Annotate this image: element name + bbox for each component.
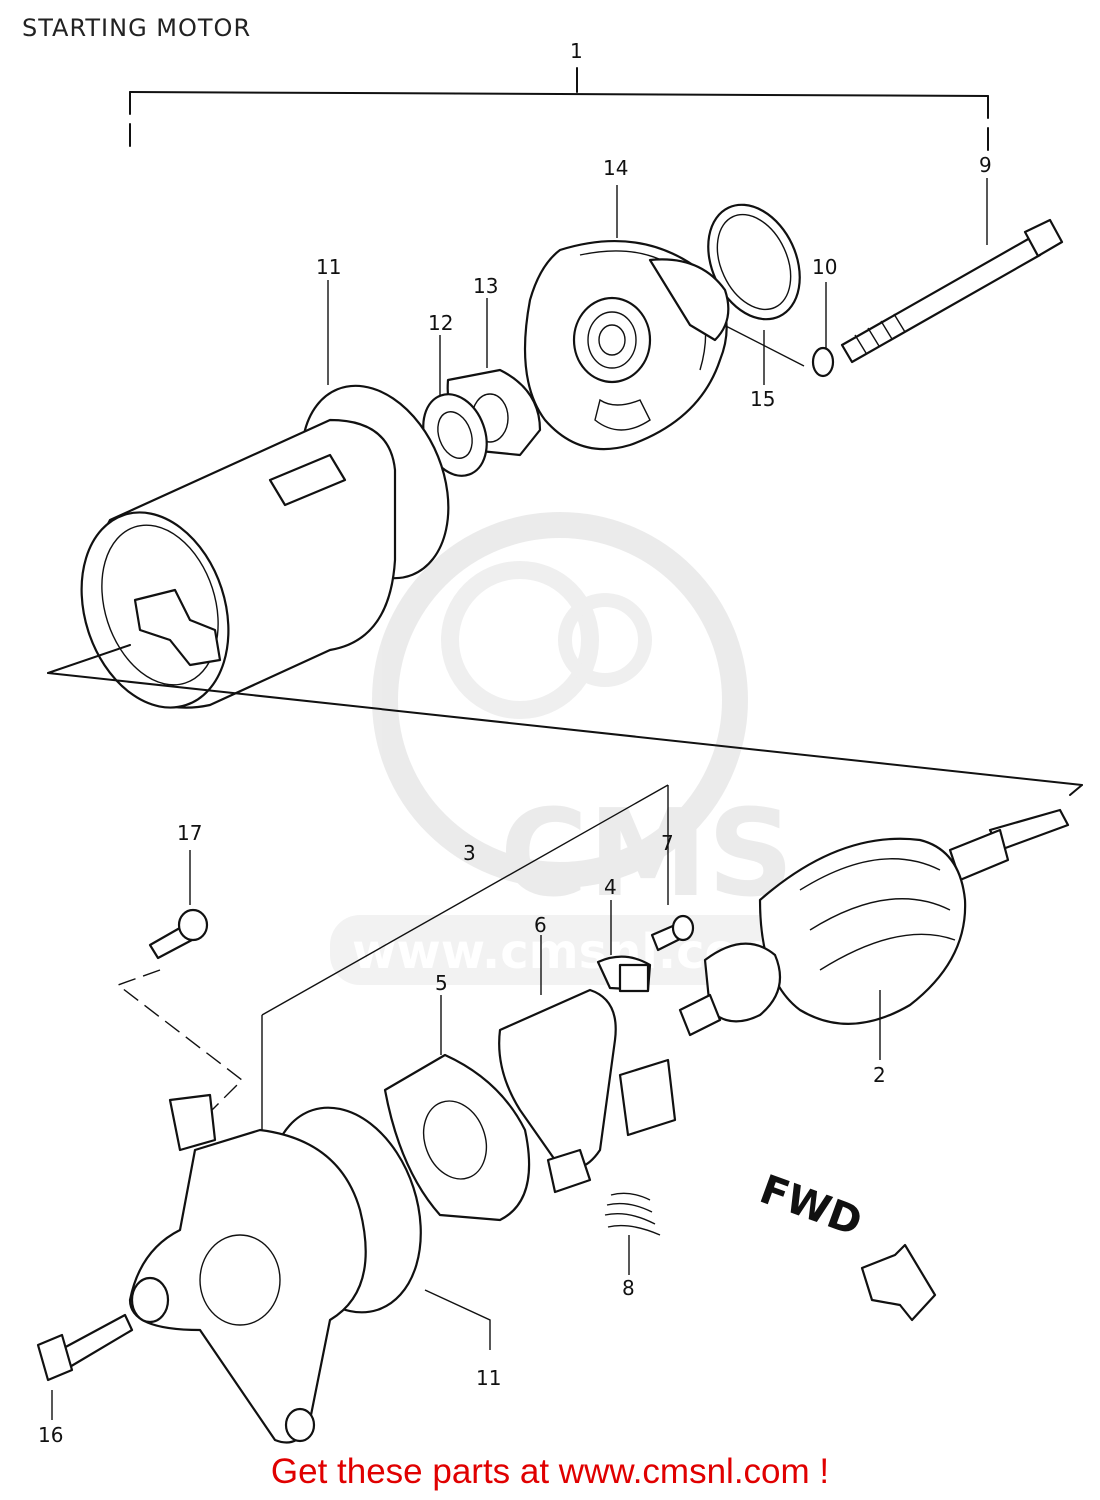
part-15-o-ring — [707, 203, 805, 385]
watermark-logo: CMS www.cmsnl.com — [330, 512, 810, 985]
callout-9: 9 — [979, 153, 992, 177]
callout-17: 17 — [177, 821, 202, 845]
part-7-screw — [261, 784, 695, 1140]
callout-6: 6 — [534, 913, 547, 937]
callout-2: 2 — [873, 1063, 886, 1087]
part-2-armature — [678, 784, 1083, 1060]
forward-direction-indicator: FWD — [754, 1167, 937, 1322]
part-9-through-bolt — [840, 178, 1064, 364]
part-5-brush-plate — [383, 995, 531, 1222]
part-10-washer — [811, 282, 835, 378]
callout-11-lower: 11 — [476, 1366, 501, 1390]
callout-labels: 1 2 3 4 5 6 7 8 9 10 11 11 12 13 14 15 1… — [38, 39, 992, 1447]
callout-12: 12 — [428, 311, 453, 335]
motor-yoke-housing — [47, 418, 1083, 786]
callout-1: 1 — [570, 39, 583, 63]
assembly-bracket — [129, 67, 989, 151]
part-8-spring — [604, 1192, 661, 1275]
callout-5: 5 — [435, 971, 448, 995]
part-front-cover — [128, 1093, 491, 1444]
callout-3: 3 — [463, 841, 476, 865]
part-14-rear-cover — [523, 185, 730, 451]
watermark-cms-text: CMS — [500, 785, 794, 924]
callout-7: 7 — [661, 831, 674, 855]
callout-14: 14 — [603, 156, 628, 180]
fwd-label: FWD — [754, 1167, 868, 1246]
callout-15: 15 — [750, 387, 775, 411]
page-title: STARTING MOTOR — [22, 14, 252, 42]
callout-10: 10 — [812, 255, 837, 279]
part-16-bolt — [36, 1313, 134, 1420]
footer-link-text[interactable]: Get these parts at www.cmsnl.com ! — [270, 1452, 830, 1491]
callout-16: 16 — [38, 1423, 63, 1447]
part-17-screw — [116, 850, 244, 1111]
callout-4: 4 — [604, 875, 617, 899]
callout-13: 13 — [473, 274, 498, 298]
callout-8: 8 — [622, 1276, 635, 1300]
part-6-brush-holder — [498, 935, 677, 1194]
callout-11-upper: 11 — [316, 255, 341, 279]
part-4-brush — [596, 900, 652, 993]
